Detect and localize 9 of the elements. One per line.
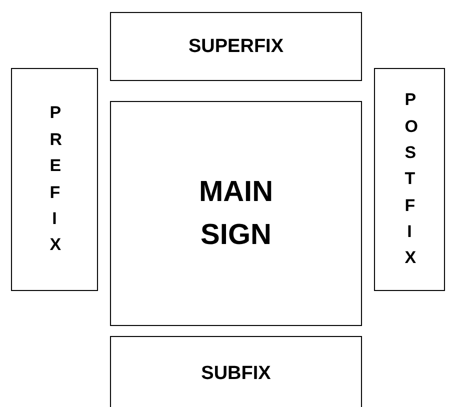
sign-position-box: [11, 68, 98, 291]
sign-position-box: [110, 12, 362, 81]
sign-position-box: [110, 336, 362, 407]
box-label: PREFIX: [50, 102, 60, 256]
sign-position-box: [374, 68, 445, 291]
box-label: SUPERFIX: [188, 36, 284, 58]
box-label: MAIN SIGN: [198, 175, 274, 252]
box-label: SUBFIX: [201, 362, 271, 384]
sign-position-box: [110, 101, 362, 326]
